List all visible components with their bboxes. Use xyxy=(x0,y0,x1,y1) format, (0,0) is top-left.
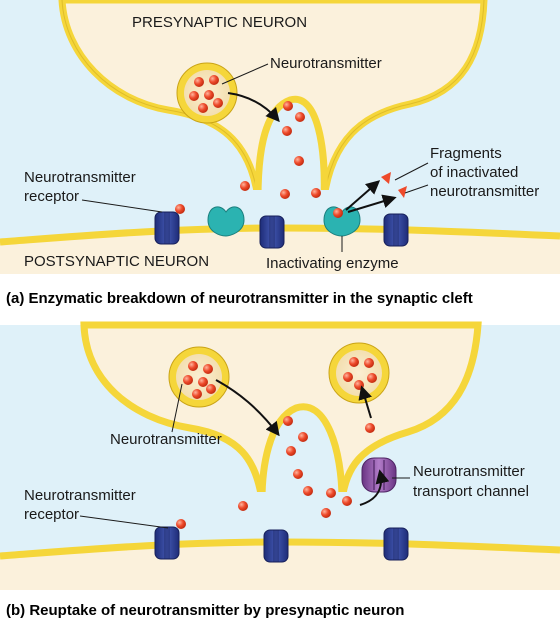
receptor-b-1 xyxy=(154,526,180,560)
receptor-b-3 xyxy=(383,527,409,561)
receptor-a-2 xyxy=(259,215,285,249)
neurotransmitter-label-b: Neurotransmitter xyxy=(110,431,222,448)
postsynaptic-membrane-a xyxy=(0,228,560,274)
channel-label-line2: transport channel xyxy=(413,483,529,500)
enzyme-a-2 xyxy=(323,206,361,237)
receptor-label-a-line2: receptor xyxy=(24,188,79,205)
receptor-a-1 xyxy=(154,211,180,245)
panel-a: PRESYNAPTIC NEURON Neurotransmitter Neur… xyxy=(0,0,560,274)
channel-label-line1: Neurotransmitter xyxy=(413,463,525,480)
fragments-label-line3: neurotransmitter xyxy=(430,183,539,200)
receptor-a-3 xyxy=(383,213,409,247)
vesicle-a xyxy=(176,62,238,124)
postsynaptic-label: POSTSYNAPTIC NEURON xyxy=(24,253,209,270)
fragments-a xyxy=(381,172,407,198)
presynaptic-label: PRESYNAPTIC NEURON xyxy=(132,14,307,31)
synaptic-pocket-b xyxy=(258,403,346,504)
panel-b: Neurotransmitter Neurotransmitter transp… xyxy=(0,321,560,590)
enzyme-a-1 xyxy=(207,206,245,237)
synaptic-pocket-a xyxy=(254,95,328,202)
caption-b: (b) Reuptake of neurotransmitter by pres… xyxy=(6,602,404,619)
receptor-label-b-line2: receptor xyxy=(24,506,79,523)
postsynaptic-membrane-b xyxy=(0,542,560,590)
transport-channel xyxy=(361,457,397,493)
vesicle-b-1 xyxy=(168,346,230,408)
neurotransmitter-label-a: Neurotransmitter xyxy=(270,55,382,72)
caption-a: (a) Enzymatic breakdown of neurotransmit… xyxy=(6,290,473,307)
receptor-label-b-line1: Neurotransmitter xyxy=(24,487,136,504)
enzyme-label: Inactivating enzyme xyxy=(266,255,399,272)
receptor-b-2 xyxy=(263,529,289,563)
fragments-label-line2: of inactivated xyxy=(430,164,518,181)
vesicle-b-2 xyxy=(328,342,390,404)
receptor-label-a-line1: Neurotransmitter xyxy=(24,169,136,186)
fragments-label-line1: Fragments xyxy=(430,145,502,162)
